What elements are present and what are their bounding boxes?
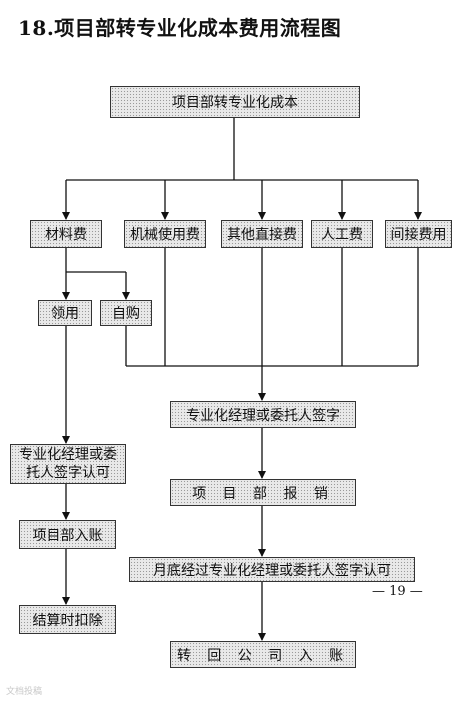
page-number: — 19 — xyxy=(372,584,423,599)
month-end-approve-box: 月底经过专业化经理或委托人签字认可 xyxy=(129,557,415,582)
labor-cost-box: 人工费 xyxy=(311,220,373,248)
settlement-deduct-box: 结算时扣除 xyxy=(19,605,116,634)
material-cost-box: 材料费 xyxy=(30,220,102,248)
project-reimburse-box: 项 目 部 报 销 xyxy=(170,479,356,506)
indirect-cost-box: 间接费用 xyxy=(385,220,452,248)
self-purchase-box: 自购 xyxy=(100,300,152,326)
receive-box: 领用 xyxy=(38,300,92,326)
specialist-sign-box: 专业化经理或委托人签字 xyxy=(170,401,356,428)
transfer-back-box: 转 回 公 司 入 账 xyxy=(170,641,356,668)
diagram-title: 18.项目部转专业化成本费用流程图 xyxy=(18,16,342,40)
other-direct-cost-box: 其他直接费 xyxy=(221,220,303,248)
machinery-cost-box: 机械使用费 xyxy=(124,220,206,248)
specialist-approve-box: 专业化经理或委托人签字认可 xyxy=(10,444,126,484)
watermark: 文档投稿 xyxy=(6,687,43,697)
project-entry-box: 项目部入账 xyxy=(19,520,116,549)
project-cost-transfer-box: 项目部转专业化成本 xyxy=(110,86,360,118)
